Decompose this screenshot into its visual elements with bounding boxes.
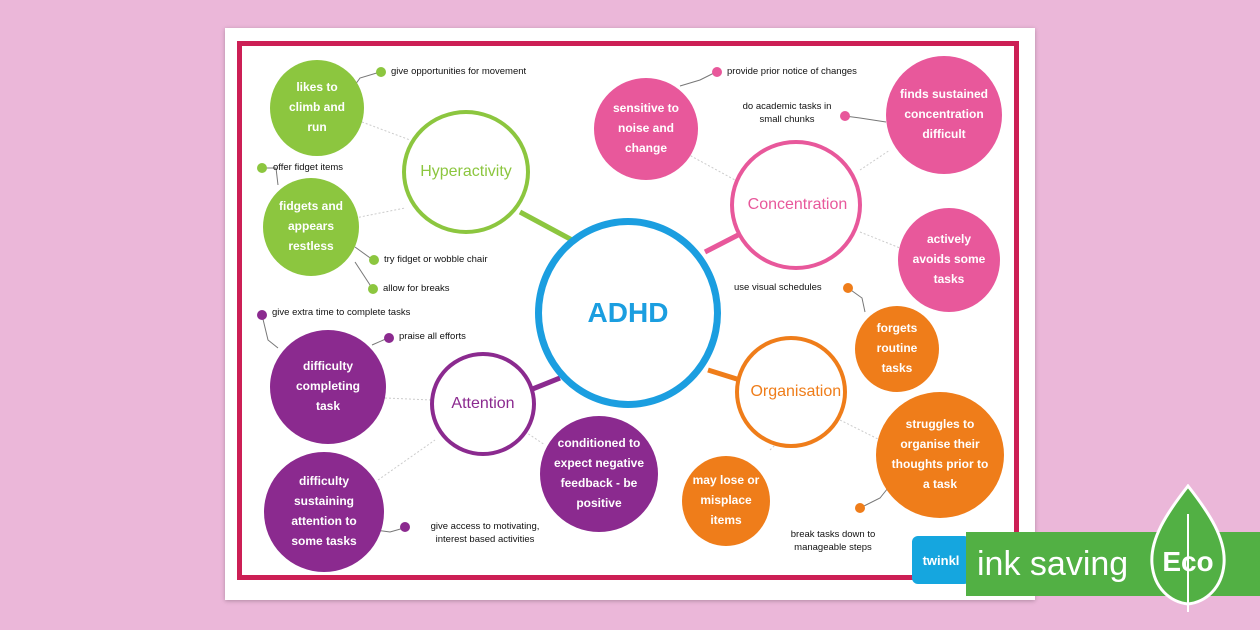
hub-concentration: Concentration bbox=[730, 140, 862, 270]
trait-bubble: difficulty sustaining attention to some … bbox=[264, 452, 384, 572]
tip-dot bbox=[712, 67, 722, 77]
tip-label: allow for breaks bbox=[383, 283, 450, 294]
hub-attention: Attention bbox=[430, 352, 536, 456]
trait-bubble: may lose or misplace items bbox=[682, 456, 770, 546]
tip-dot bbox=[384, 333, 394, 343]
hub-hyperactivity: Hyperactivity bbox=[402, 110, 530, 234]
trait-bubble: forgets routine tasks bbox=[855, 306, 939, 392]
center-node-adhd: ADHD bbox=[535, 218, 721, 408]
tip-dot bbox=[376, 67, 386, 77]
tip-dot bbox=[855, 503, 865, 513]
tip-label: give extra time to complete tasks bbox=[272, 307, 411, 318]
trait-bubble: conditioned to expect negative feedback … bbox=[540, 416, 658, 532]
tip-label: give access to motivating, interest base… bbox=[430, 521, 540, 546]
trait-bubble: struggles to organise their thoughts pri… bbox=[876, 392, 1004, 518]
tip-label: do academic tasks in small chunks bbox=[742, 101, 832, 126]
tip-dot bbox=[257, 163, 267, 173]
trait-bubble: likes to climb and run bbox=[270, 60, 364, 156]
tip-dot bbox=[840, 111, 850, 121]
tip-label: try fidget or wobble chair bbox=[384, 254, 488, 265]
trait-bubble: actively avoids some tasks bbox=[898, 208, 1000, 312]
trait-bubble: sensitive to noise and change bbox=[594, 78, 698, 180]
tip-label: offer fidget items bbox=[273, 162, 344, 173]
tip-dot bbox=[843, 283, 853, 293]
tip-label: give opportunities for movement bbox=[391, 66, 527, 77]
tip-label: provide prior notice of changes bbox=[727, 66, 857, 77]
connector-concentration bbox=[703, 231, 742, 255]
trait-bubble: finds sustained concentration difficult bbox=[886, 56, 1002, 174]
poster-border bbox=[237, 41, 1019, 580]
tip-dot bbox=[400, 522, 410, 532]
hub-organisation: Organisation bbox=[735, 336, 847, 448]
twinkl-logo: twinkl bbox=[912, 536, 970, 584]
tip-dot bbox=[368, 284, 378, 294]
ink-saving-text: ink saving bbox=[977, 545, 1129, 583]
tip-label: use visual schedules bbox=[734, 282, 822, 293]
tip-dot bbox=[369, 255, 379, 265]
tip-dot bbox=[257, 310, 267, 320]
tip-label: break tasks down to manageable steps bbox=[790, 529, 876, 554]
trait-bubble: fidgets and appears restless bbox=[263, 178, 359, 276]
eco-label: Eco bbox=[1162, 546, 1214, 577]
connector-hyperactivity bbox=[518, 209, 574, 243]
eco-leaf-icon bbox=[1150, 484, 1226, 612]
trait-bubble: difficulty completing task bbox=[270, 330, 386, 444]
connector-organisation bbox=[707, 367, 741, 383]
connector-attention bbox=[529, 375, 561, 393]
tip-label: praise all efforts bbox=[399, 331, 466, 342]
